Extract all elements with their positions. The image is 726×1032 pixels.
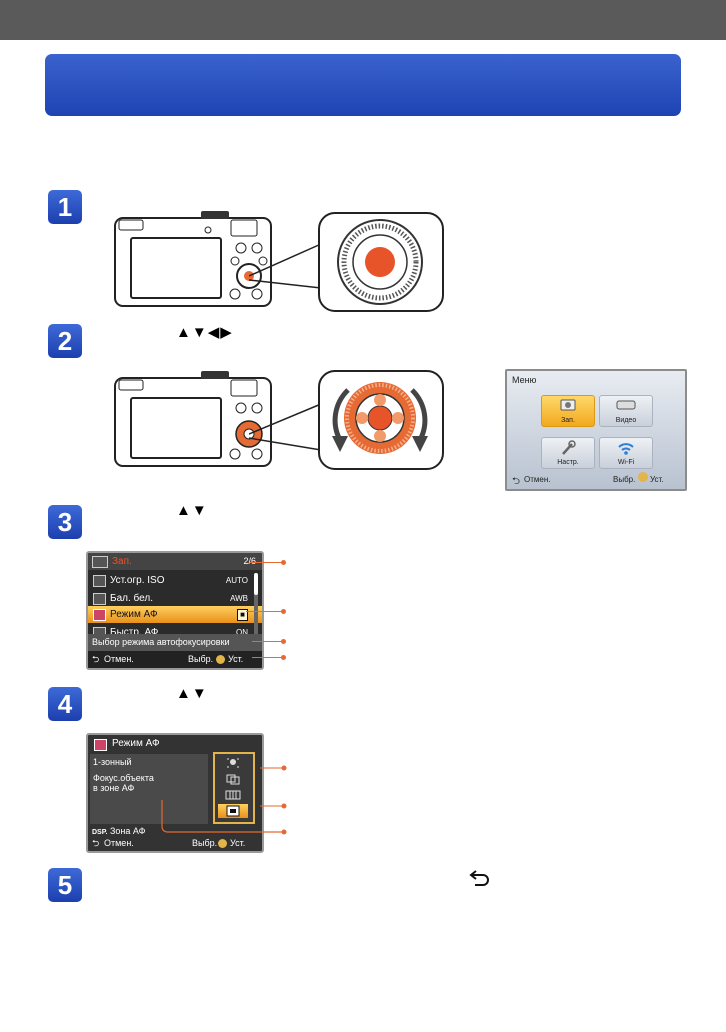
menu-item-iso-limit[interactable]: Уст.огр. ISO AUTO: [88, 572, 262, 589]
dial-icon: [638, 472, 648, 482]
menu-tile-rec[interactable]: Зап.: [541, 395, 595, 427]
dial-icon: [218, 839, 227, 848]
title-banner: [45, 54, 681, 116]
rec-menu-footer-select: Выбр.: [188, 654, 214, 664]
menu-item-label: Уст.огр. ISO: [110, 575, 165, 586]
menu-tile-wifi[interactable]: Wi-Fi: [599, 437, 653, 469]
rec-menu-footer-set: Уст.: [228, 654, 244, 664]
af-callout-lines: [161, 765, 287, 835]
face-detect-icon: [227, 758, 239, 768]
cursor-arrows-updown-4: ▲▼: [176, 685, 208, 702]
rec-menu-page: 2/6: [243, 556, 256, 566]
menu-tile-setup[interactable]: Настр.: [541, 437, 595, 469]
af-mode-screen: Режим АФ 1-зонный Фокус.объекта в зоне А…: [86, 733, 264, 853]
menu-item-value: AWB: [230, 594, 248, 603]
af-mode-desc-line1: Фокус.объекта: [93, 773, 154, 783]
menu-tile-rec-label: Зап.: [561, 417, 575, 424]
menu-tile-setup-label: Настр.: [557, 459, 579, 466]
menu-footer-set: Уст.: [650, 475, 664, 484]
single-area-icon: [226, 805, 240, 817]
menu-item-value: ON: [236, 628, 248, 637]
dial-zoom-rotate: [318, 370, 444, 470]
af-option-tracking[interactable]: [225, 773, 241, 785]
af-footer-set: Уст.: [230, 838, 246, 848]
step-number-2: 2: [48, 324, 82, 358]
callout-line-page: [250, 562, 284, 563]
af-zone-label: Зона АФ: [109, 826, 146, 836]
menu-footer-cancel: Отмен.: [524, 475, 551, 484]
zoom-connector-lines-2: [249, 403, 322, 451]
menu-screen-title: Меню: [512, 375, 537, 385]
menu-item-label: Режим АФ: [110, 609, 158, 620]
menu-item-white-balance[interactable]: Бал. бел. AWB: [88, 590, 262, 607]
rec-camera-icon: [92, 556, 108, 568]
tracking-icon: [226, 774, 240, 785]
wifi-icon: [618, 443, 634, 455]
video-camera-icon: [616, 400, 636, 410]
menu-footer-select: Выбр.: [613, 475, 636, 484]
menu-tile-video-label: Видео: [615, 417, 637, 424]
menu-screen: Меню Зап. Видео Настр. Wi-Fi ⮌ Отмен. Вы…: [505, 369, 687, 491]
multi-area-icon: [225, 790, 241, 800]
dial-zoom-press: [318, 212, 444, 312]
af-mode-title: Режим АФ: [112, 738, 160, 749]
menu-item-value: AUTO: [225, 576, 248, 585]
step-number-3: 3: [48, 505, 82, 539]
callout-line-item: [246, 611, 284, 612]
camera-icon: [560, 399, 576, 411]
af-mode-desc-line2: в зоне АФ: [93, 783, 135, 793]
af-option-multi-area[interactable]: [225, 789, 241, 801]
menu-scrollbar[interactable]: [254, 573, 258, 641]
callout-line-description: [252, 641, 284, 642]
callout-dot-item: [281, 609, 286, 614]
af-mode-footer: ⮌ Отмен. Выбр. Уст.: [88, 836, 262, 851]
zoom-connector-lines-1: [249, 243, 322, 289]
camera-back-illustration-2: [114, 371, 272, 467]
dial-icon: [216, 655, 225, 664]
callout-dot-description: [281, 639, 286, 644]
back-arrow-icon: ⮌: [92, 838, 100, 848]
back-arrow-icon: ⮌: [92, 654, 100, 664]
menu-item-af-mode[interactable]: Режим АФ ■: [88, 606, 262, 623]
rec-menu-description: Выбор режима автофокусировки: [88, 634, 262, 651]
af-footer-cancel: Отмен.: [104, 838, 134, 848]
cursor-arrows-all: ▲▼◀▶: [176, 324, 233, 341]
top-bar: [0, 0, 726, 40]
back-arrow-icon: ⮌: [512, 476, 521, 487]
rec-menu-header: Зап. 2/6: [88, 553, 262, 570]
iso-limit-icon: [93, 575, 106, 587]
rec-menu-tab: Зап.: [112, 556, 132, 567]
af-zone-row[interactable]: DSP. Зона АФ: [92, 826, 145, 836]
af-mode-icon: [94, 739, 107, 751]
rec-menu-description-text: Выбор режима автофокусировки: [92, 637, 230, 647]
callout-dot-footer: [281, 655, 286, 660]
af-mode-icon: [93, 609, 106, 621]
menu-tile-wifi-label: Wi-Fi: [617, 459, 635, 466]
af-footer-select: Выбр.: [192, 838, 218, 848]
menu-tile-video[interactable]: Видео: [599, 395, 653, 427]
dsp-label: DSP.: [92, 829, 108, 836]
rec-menu-footer: ⮌ Отмен. Выбр. Уст.: [88, 651, 262, 668]
menu-item-label: Бал. бел.: [110, 593, 153, 604]
step-number-5: 5: [48, 868, 82, 902]
cursor-arrows-updown-3: ▲▼: [176, 502, 208, 519]
step-number-1: 1: [48, 190, 82, 224]
af-mode-name: 1-зонный: [93, 757, 132, 767]
step-number-4: 4: [48, 687, 82, 721]
callout-dot-page: [281, 560, 286, 565]
af-mode-description-panel: 1-зонный Фокус.объекта в зоне АФ: [90, 754, 208, 824]
rec-menu-screen: Зап. 2/6 Уст.огр. ISO AUTO Бал. бел. AWB…: [86, 551, 264, 670]
af-option-face-detect[interactable]: [225, 757, 241, 769]
callout-line-footer: [252, 657, 284, 658]
af-option-single-area[interactable]: [218, 804, 248, 818]
menu-item-value: ■: [237, 609, 248, 621]
rec-menu-footer-cancel: Отмен.: [104, 654, 134, 664]
back-arrow-icon: [469, 870, 489, 886]
menu-item-label: Быстр. АФ: [110, 627, 159, 638]
white-balance-icon: [93, 593, 106, 605]
af-mode-options: [213, 752, 255, 824]
wrench-icon: [562, 440, 576, 455]
